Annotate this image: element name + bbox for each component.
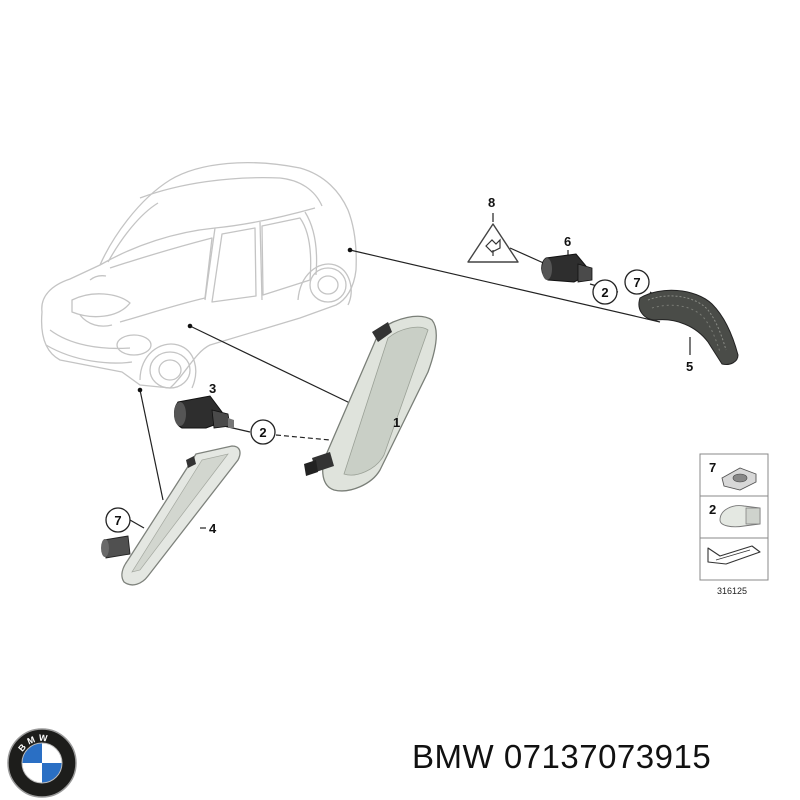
bulb-socket-6 <box>541 253 593 283</box>
legend-item-2: 2 <box>709 502 716 517</box>
car-outline <box>40 162 357 389</box>
warning-triangle-8 <box>467 223 519 263</box>
callout-3: 3 <box>209 381 216 396</box>
callout-2-rear: 2 <box>601 285 608 300</box>
callout-7-front: 7 <box>114 513 121 528</box>
callout-labels: 1 3 4 5 6 8 2 2 7 7 <box>105 195 693 536</box>
callout-6: 6 <box>564 234 571 249</box>
side-repeater-4 <box>101 445 241 586</box>
legend-item-7: 7 <box>709 460 716 475</box>
leader-dots <box>137 247 353 393</box>
callout-1: 1 <box>393 415 400 430</box>
callout-2-front: 2 <box>259 425 266 440</box>
side-marker-lamp-1 <box>304 315 438 492</box>
bmw-logo: BMW <box>7 728 77 798</box>
reference-code: 316125 <box>717 586 747 596</box>
bulb-socket-3 <box>174 395 234 429</box>
part-number-caption: BMW 07137073915 <box>412 738 712 775</box>
callout-7-rear: 7 <box>633 275 640 290</box>
callout-8: 8 <box>488 195 495 210</box>
parts-legend: 7 2 316125 <box>699 453 769 596</box>
callout-4: 4 <box>209 521 217 536</box>
callout-5: 5 <box>686 359 693 374</box>
side-marker-5 <box>638 289 739 365</box>
